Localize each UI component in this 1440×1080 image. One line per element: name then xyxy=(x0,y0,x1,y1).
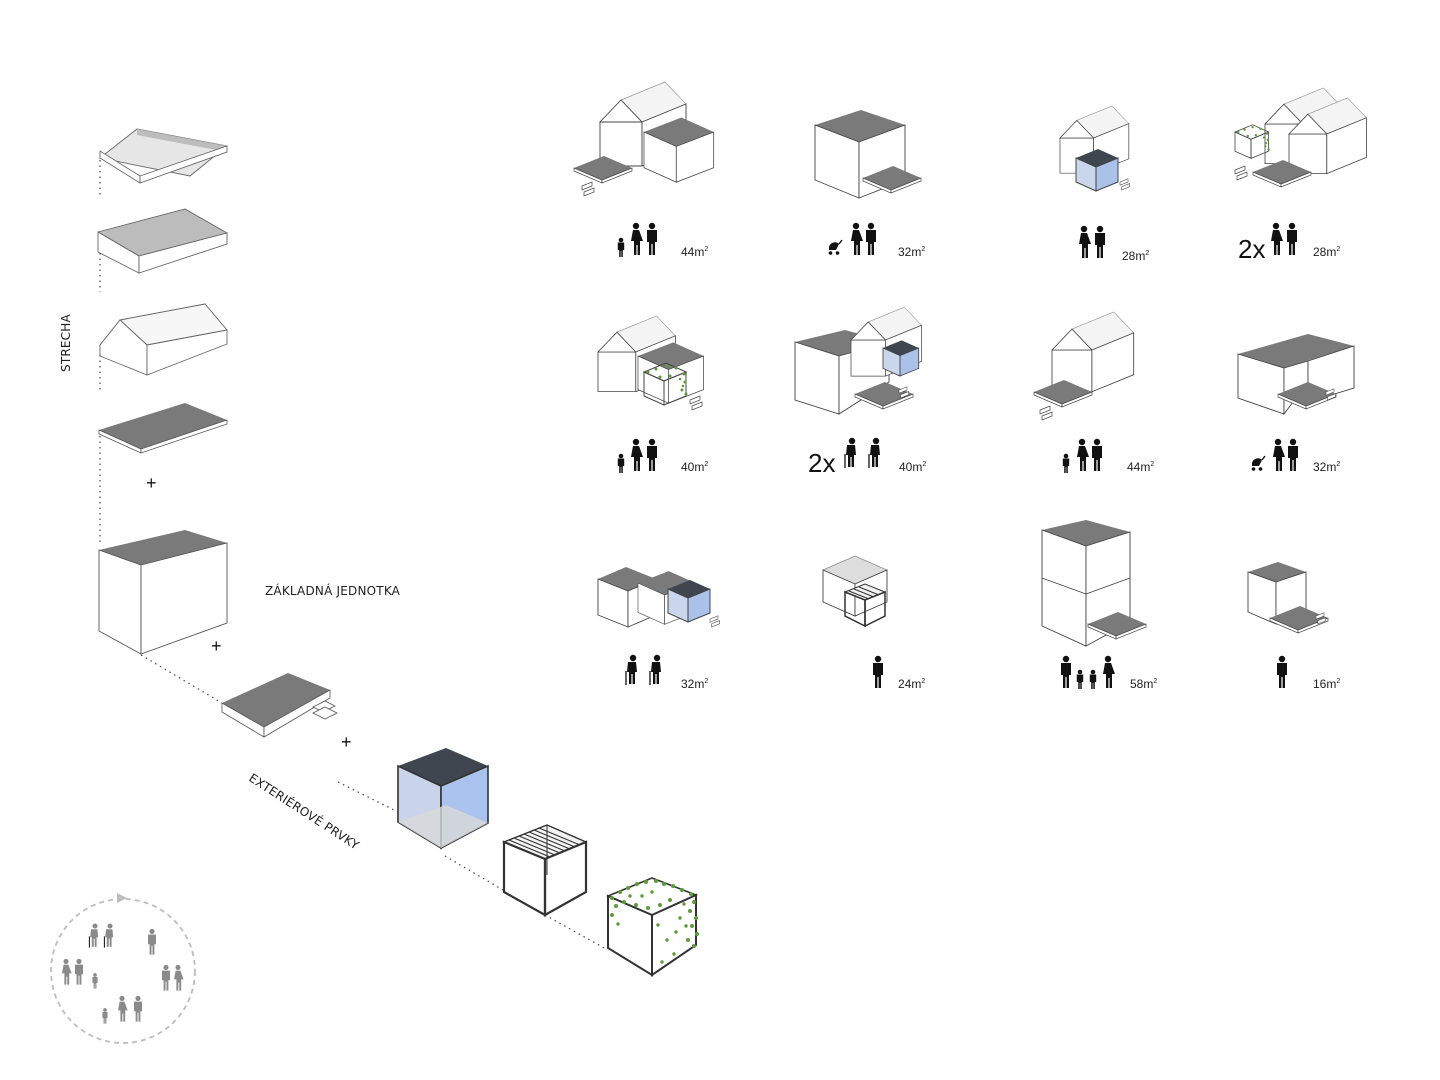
family-three-icon xyxy=(1062,438,1102,473)
unit-variant xyxy=(794,306,922,415)
unit-multiplier: 2x xyxy=(808,448,835,478)
unit-area: 40m2 xyxy=(899,460,926,474)
roof-options xyxy=(96,128,229,454)
roof-label: STRECHA xyxy=(59,314,73,372)
unit-area: 44m2 xyxy=(1127,460,1154,474)
unit-variant xyxy=(1237,334,1355,416)
couple-with-stroller-icon xyxy=(828,222,876,256)
roof-option-steep-gable xyxy=(98,303,228,376)
unit-variant xyxy=(1247,562,1329,634)
unit-area: 28m2 xyxy=(1122,249,1149,263)
unit-area: 28m2 xyxy=(1313,245,1340,259)
single-person-icon xyxy=(1277,655,1287,688)
base-to-deck-connector xyxy=(140,654,223,704)
unit-variant xyxy=(814,110,922,199)
couple-icon xyxy=(1271,222,1297,255)
family-three-icon xyxy=(617,438,657,473)
unit-variant xyxy=(1041,520,1147,647)
unit-variant xyxy=(822,555,888,628)
single-person-icon xyxy=(148,928,156,955)
elderly-couple-icon xyxy=(625,654,662,686)
family-three-icon xyxy=(617,222,657,257)
unit-variants-grid xyxy=(573,81,1367,647)
unit-area: 24m2 xyxy=(898,677,925,691)
elderly-couple-icon xyxy=(88,922,99,949)
life-cycle-circle xyxy=(50,893,196,1044)
unit-variant xyxy=(1033,311,1135,421)
roof-option-shallow-gable xyxy=(98,128,229,184)
plus-sign-roof: + xyxy=(146,473,157,493)
unit-area: 44m2 xyxy=(681,245,708,259)
deck-element xyxy=(221,673,338,738)
unit-variant xyxy=(1234,87,1367,188)
elderly-couple-icon xyxy=(844,437,881,469)
unit-area: 40m2 xyxy=(681,460,708,474)
green-trellis-cube-element xyxy=(605,877,699,977)
exterior-connector-lines xyxy=(337,781,607,950)
family-four-icon xyxy=(1061,655,1115,689)
unit-variant xyxy=(1059,105,1130,192)
single-person-icon xyxy=(873,655,883,688)
couple-with-stroller-icon xyxy=(1250,438,1298,472)
unit-area: 58m2 xyxy=(1130,677,1157,691)
unit-captions: 44m2 32m2 28m2 2x 28m2 40m2 2x 40m2 44m2 xyxy=(617,222,1340,691)
family-four-icon xyxy=(102,1008,108,1024)
unit-variant xyxy=(597,567,720,628)
unit-variant xyxy=(573,81,715,197)
unit-multiplier: 2x xyxy=(1238,234,1265,264)
pergola-cube-element xyxy=(502,824,588,917)
couple-icon xyxy=(162,964,170,991)
couple-icon xyxy=(1079,225,1105,258)
base-unit-block xyxy=(98,530,228,655)
roof-option-mono-pitch xyxy=(96,208,229,274)
exterior-elements-label: EXTERIÉROVÉ PRVKY xyxy=(246,770,362,853)
unit-area: 32m2 xyxy=(681,677,708,691)
greenery-foliage xyxy=(610,879,699,964)
family-three-icon xyxy=(62,958,72,985)
unit-area: 32m2 xyxy=(1313,460,1340,474)
glass-cube-element xyxy=(397,748,489,850)
base-unit-label: ZÁKLADNÁ JEDNOTKA xyxy=(265,583,401,598)
unit-area: 16m2 xyxy=(1313,677,1340,691)
unit-variant xyxy=(597,315,704,411)
roof-option-flat xyxy=(98,403,228,454)
plus-sign-base: + xyxy=(211,636,222,656)
unit-area: 32m2 xyxy=(898,245,925,259)
plus-sign-deck: + xyxy=(341,732,352,752)
cycle-arrow-icon xyxy=(117,893,127,903)
